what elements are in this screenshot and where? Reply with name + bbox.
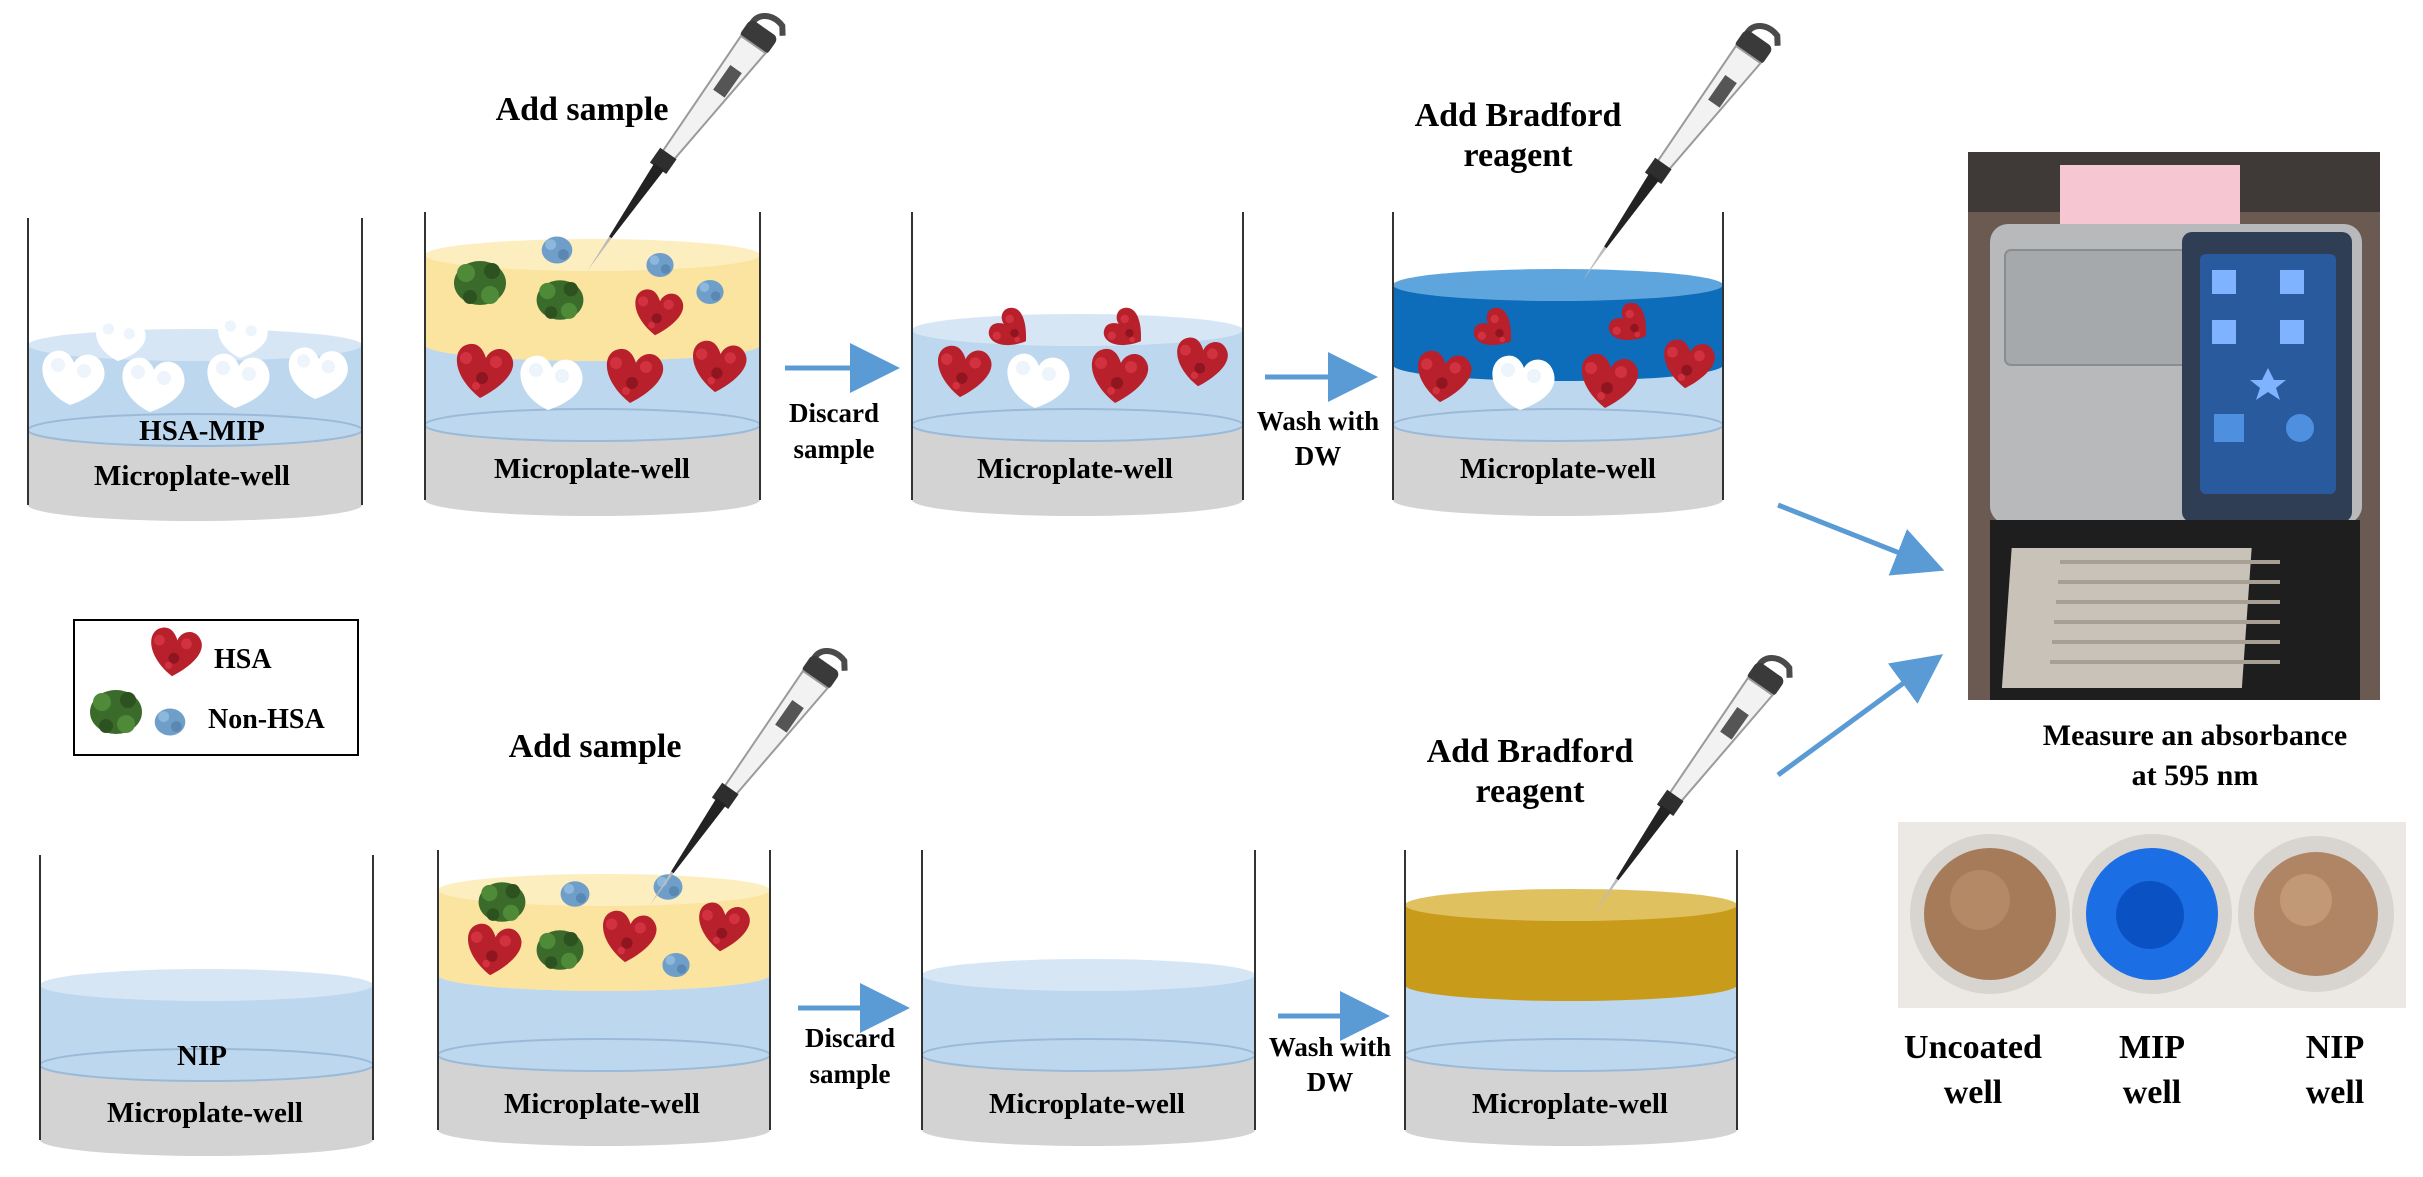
non-hsa-green-protein: [454, 261, 506, 305]
well-5-nip: [39, 855, 374, 1156]
non-hsa-green-protein: [536, 280, 584, 320]
well-4-label: Microplate-well: [1460, 453, 1656, 485]
legend-hsa-label: HSA: [214, 644, 272, 675]
bradford-label-1a: Add Bradford: [1415, 97, 1622, 134]
mip-coating-label: HSA-MIP: [139, 415, 265, 447]
wash-label-1b: DW: [1295, 441, 1342, 471]
legend-non-hsa-label: Non-HSA: [208, 704, 325, 735]
wells-photo: [1898, 822, 2406, 1008]
add-sample-label-1: Add sample: [496, 91, 669, 128]
well-8-label: Microplate-well: [1472, 1088, 1668, 1120]
uncoated-well-label-2: well: [1944, 1074, 2003, 1111]
discard-label-2a: Discard: [805, 1023, 895, 1053]
well-6-label: Microplate-well: [504, 1088, 700, 1120]
add-sample-label-2: Add sample: [509, 728, 682, 765]
wash-label-1a: Wash with: [1257, 406, 1379, 436]
non-hsa-blue-protein: [541, 236, 573, 264]
non-hsa-green-protein: [536, 930, 584, 970]
well-4-bradford-blue: [1392, 17, 1783, 516]
pipette-icon: [1586, 649, 1795, 926]
legend: HSA Non-HSA: [73, 619, 359, 756]
mip-well-label-1: MIP: [2119, 1029, 2185, 1066]
well-3-discarded: [911, 212, 1244, 516]
non-hsa-green-protein: [478, 882, 526, 922]
measure-label-1: Measure an absorbance: [2043, 719, 2347, 752]
nip-well-label-1: NIP: [2306, 1029, 2365, 1066]
wash-label-2a: Wash with: [1269, 1032, 1391, 1062]
arrow-to-reader-2: [1776, 654, 1944, 778]
discard-label-1b: sample: [794, 434, 875, 464]
well-1-mip: [27, 218, 363, 521]
nip-well-label-2: well: [2306, 1074, 2365, 1111]
bradford-label-1b: reagent: [1464, 137, 1574, 174]
discard-label-2b: sample: [810, 1059, 891, 1089]
pipette-icon: [1574, 17, 1783, 294]
well-2-label: Microplate-well: [494, 453, 690, 485]
well-2-sample: [424, 7, 788, 516]
well-6-sample: [437, 642, 850, 1146]
well-3-label: Microplate-well: [977, 453, 1173, 485]
arrow-to-reader-1: [1777, 502, 1945, 576]
measure-label-2: at 595 nm: [2132, 759, 2259, 792]
bradford-label-2b: reagent: [1476, 773, 1586, 810]
well-8-bradford-brown: [1404, 649, 1795, 1146]
bradford-label-2a: Add Bradford: [1427, 733, 1634, 770]
well-7-discarded: [921, 850, 1256, 1146]
well-1-label: Microplate-well: [94, 460, 290, 492]
legend-blue-protein-icon: [154, 708, 186, 736]
nip-coating-label: NIP: [177, 1040, 227, 1072]
legend-green-protein-icon: [90, 690, 142, 734]
non-hsa-blue-protein: [696, 280, 724, 304]
well-5-label: Microplate-well: [107, 1097, 303, 1129]
non-hsa-blue-protein: [662, 953, 690, 977]
plate-reader-photo: [1968, 152, 2380, 700]
wash-label-2b: DW: [1307, 1067, 1354, 1097]
uncoated-well-label-1: Uncoated: [1904, 1029, 2042, 1066]
mip-well-label-2: well: [2123, 1074, 2182, 1111]
discard-label-1a: Discard: [789, 398, 879, 428]
non-hsa-blue-protein: [560, 881, 590, 907]
non-hsa-blue-protein: [646, 253, 674, 277]
well-7-label: Microplate-well: [989, 1088, 1185, 1120]
